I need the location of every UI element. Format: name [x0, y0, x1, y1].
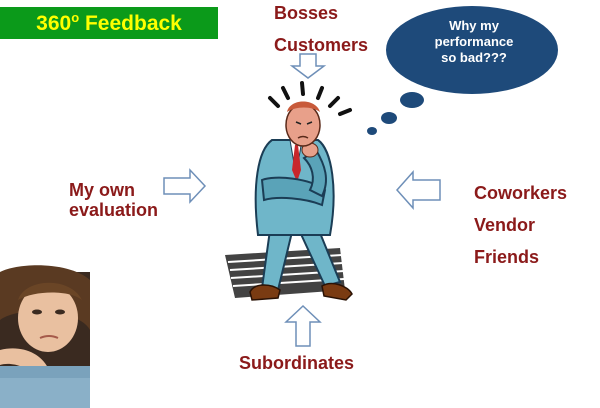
arrow-from-left [163, 168, 207, 204]
label-friends: Friends [474, 247, 540, 267]
bubble-line-2: performance [435, 34, 514, 49]
label-own-evaluation-line2: evaluation [69, 200, 159, 220]
label-bosses: Bosses [274, 3, 339, 23]
bubble-line-3: so bad??? [441, 50, 507, 65]
arrow-from-right [395, 170, 441, 210]
worried-man-illustration [225, 81, 353, 301]
bubble-line-1: Why my [449, 18, 500, 33]
label-subordinates: Subordinates [239, 353, 355, 373]
sad-girl-photo [0, 265, 90, 408]
arrow-from-top [289, 53, 327, 79]
label-customers: Customers [274, 35, 369, 55]
label-vendor: Vendor [474, 215, 536, 235]
thought-bubble: Why my performance so bad??? [367, 6, 558, 135]
arrow-from-bottom [284, 304, 322, 347]
label-own-evaluation-line1: My own [69, 180, 135, 200]
feedback-arrows [163, 53, 441, 347]
slide-title: 360o Feedback [36, 10, 182, 35]
title-banner: 360o Feedback [0, 7, 218, 39]
label-coworkers: Coworkers [474, 183, 568, 203]
